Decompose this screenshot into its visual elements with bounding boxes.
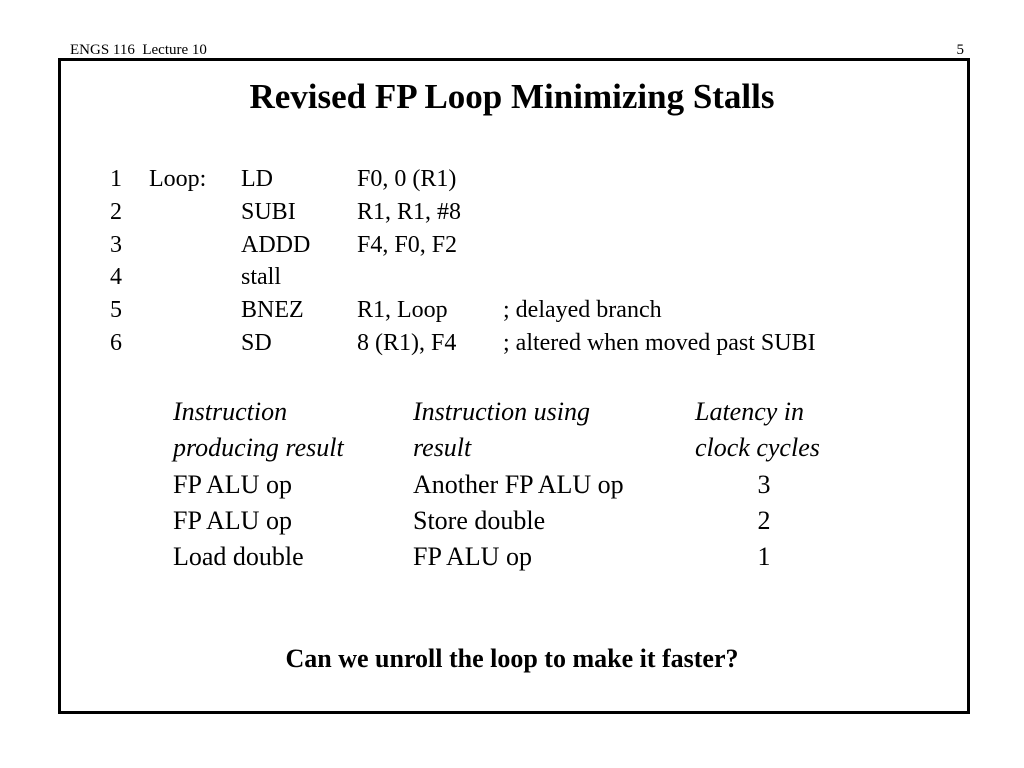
table-header-row: Instruction Instruction using Latency in [0, 393, 1024, 430]
line-number: 3 [110, 232, 122, 258]
column-header-consumer: result [413, 433, 472, 462]
latency-cell: 3 [757, 470, 771, 499]
operands: F4, F0, F2 [357, 232, 458, 258]
producer-cell: FP ALU op [173, 470, 292, 499]
comment: ; delayed branch [503, 297, 662, 323]
consumer-cell: Another FP ALU op [413, 470, 624, 499]
opcode: LD [241, 166, 273, 192]
table-row: FP ALU op Another FP ALU op 3 [0, 466, 1024, 503]
consumer-cell: Store double [413, 506, 546, 535]
operands: R1, R1, #8 [357, 199, 462, 225]
consumer-cell: FP ALU op [413, 542, 532, 571]
code-line: 3 ADDD F4, F0, F2 [0, 229, 1024, 262]
line-number: 6 [110, 330, 122, 356]
producer-cell: FP ALU op [173, 506, 292, 535]
opcode: stall [241, 264, 281, 290]
page-number: 5 [956, 42, 965, 58]
closing-question: Can we unroll the loop to make it faster… [285, 644, 739, 673]
opcode: SD [241, 330, 272, 356]
opcode: BNEZ [241, 297, 304, 323]
column-header-latency: clock cycles [695, 433, 820, 462]
producer-cell: Load double [173, 542, 304, 571]
operands: F0, 0 (R1) [357, 166, 457, 192]
operands: R1, Loop [357, 297, 448, 323]
code-line: 2 SUBI R1, R1, #8 [0, 196, 1024, 229]
latency-cell: 2 [757, 506, 771, 535]
lecture-header: ENGS 116 Lecture 10 [70, 42, 207, 58]
line-number: 5 [110, 297, 122, 323]
comment: ; altered when moved past SUBI [503, 330, 816, 356]
operands: 8 (R1), F4 [357, 330, 457, 356]
line-number: 4 [110, 264, 122, 290]
slide-frame [58, 58, 970, 714]
code-line: 1 Loop: LD F0, 0 (R1) [0, 163, 1024, 196]
table-row: FP ALU op Store double 2 [0, 502, 1024, 539]
column-header-latency: Latency in [695, 397, 805, 426]
column-header-consumer: Instruction using [413, 397, 590, 426]
latency-cell: 1 [757, 542, 771, 571]
opcode: ADDD [241, 232, 311, 258]
column-header-producer: producing result [173, 433, 344, 462]
line-number: 2 [110, 199, 122, 225]
code-line: 6 SD 8 (R1), F4 ; altered when moved pas… [0, 327, 1024, 360]
code-line: 5 BNEZ R1, Loop ; delayed branch [0, 294, 1024, 327]
opcode: SUBI [241, 199, 296, 225]
slide-title: Revised FP Loop Minimizing Stalls [249, 77, 775, 116]
table-header-row: producing result result clock cycles [0, 429, 1024, 466]
code-line: 4 stall [0, 261, 1024, 294]
column-header-producer: Instruction [173, 397, 288, 426]
line-number: 1 [110, 166, 122, 192]
loop-label: Loop: [149, 166, 207, 192]
table-row: Load double FP ALU op 1 [0, 538, 1024, 575]
